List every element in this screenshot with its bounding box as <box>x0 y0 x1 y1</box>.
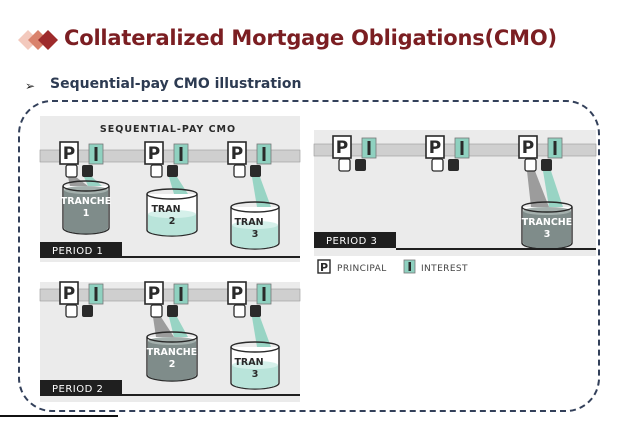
tranche-label: TRAN <box>234 357 263 368</box>
valve-unit: P <box>425 135 470 172</box>
bullet-arrow-icon: ➢ <box>25 79 36 93</box>
period-3-label: PERIOD 3 <box>326 236 377 247</box>
tranche-number: 3 <box>252 369 259 380</box>
principal-glyph: P <box>63 284 75 304</box>
legend-principal-icon: P <box>320 261 328 274</box>
valve-unit: P <box>518 135 563 172</box>
principal-glyph: P <box>148 144 160 164</box>
diagram-heading: SEQUENTIAL-PAY CMO <box>100 124 236 135</box>
principal-glyph: P <box>336 138 348 158</box>
valve-unit: P <box>332 135 377 172</box>
legend-principal-label: PRINCIPAL <box>337 264 387 274</box>
logo-diamonds-icon <box>18 30 58 50</box>
period-1-panel: SEQUENTIAL-PAY CMOPTRANCHE1PTRAN2PTRAN3P… <box>39 116 301 262</box>
subtitle: Sequential-pay CMO illustration <box>50 76 302 92</box>
tranche-label: TRAN <box>151 204 180 215</box>
valve-unit: P <box>227 141 272 178</box>
dashed-frame <box>18 100 600 412</box>
tranche-number: 3 <box>252 229 259 240</box>
tranche-label: TRANCHE <box>522 217 573 228</box>
period-2-label: PERIOD 2 <box>52 384 103 395</box>
principal-glyph: P <box>63 144 75 164</box>
valve-unit: P <box>227 281 272 318</box>
tranche-number: 1 <box>83 208 90 219</box>
bottom-rule <box>0 415 118 417</box>
tranche-label: TRANCHE <box>61 196 112 207</box>
principal-glyph: P <box>231 284 243 304</box>
tranche-number: 3 <box>544 229 551 240</box>
valve-unit: P <box>59 141 104 178</box>
principal-glyph: P <box>231 144 243 164</box>
period-1-label: PERIOD 1 <box>52 246 103 257</box>
tranche-number: 2 <box>169 216 176 227</box>
slide-title: Collateralized Mortgage Obligations(CMO) <box>64 26 557 50</box>
legend-interest-icon <box>408 262 411 271</box>
principal-glyph: P <box>522 138 534 158</box>
valve-unit: P <box>59 281 104 318</box>
principal-glyph: P <box>429 138 441 158</box>
tranche-number: 2 <box>169 359 176 370</box>
legend: P PRINCIPAL INTEREST <box>317 259 468 274</box>
principal-glyph: P <box>148 284 160 304</box>
valve-unit: P <box>144 141 189 178</box>
tranche-label: TRANCHE <box>147 347 198 358</box>
valve-unit: P <box>144 281 189 318</box>
legend-interest-label: INTEREST <box>421 264 468 274</box>
tranche-label: TRAN <box>234 217 263 228</box>
